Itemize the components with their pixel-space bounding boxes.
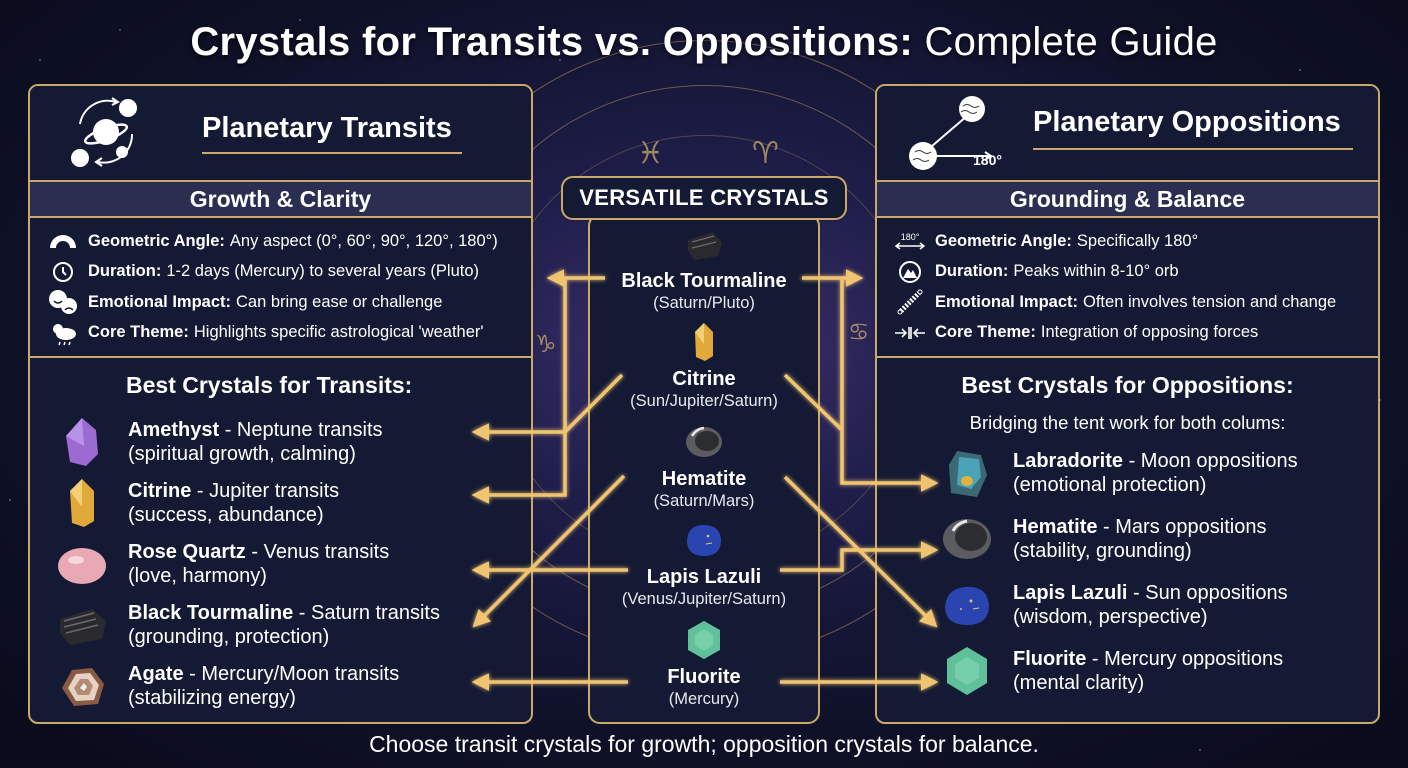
- opposition-crystals-heading: Best Crystals for Oppositions:: [961, 372, 1294, 398]
- oppositions-panel: 180° Planetary Oppositions Grounding & B…: [875, 84, 1380, 724]
- property-row: Duration:Peaks within 8-10° orb: [893, 257, 1378, 288]
- aries-icon: ♈: [752, 136, 779, 171]
- footer-caption: Choose transit crystals for growth; oppo…: [369, 731, 1039, 757]
- orbiting-planets-icon: [71, 97, 137, 167]
- crystal-item-hematite: Hematite - Mars oppositions(stability, g…: [877, 506, 1378, 572]
- crystal-item-fluorite: Fluorite - Mercury oppositions(mental cl…: [877, 638, 1378, 704]
- transits-panel: Planetary Transits Growth & Clarity Geom…: [28, 84, 533, 724]
- labradorite-icon: [949, 451, 987, 497]
- converging-arrows-icon: [893, 320, 927, 346]
- peak-icon: [893, 259, 927, 285]
- rose-quartz-icon: [58, 547, 106, 584]
- versatile-item-citrine: Citrine (Sun/Jupiter/Saturn): [590, 322, 818, 411]
- crystal-item-agate: Agate - Mercury/Moon transits(stabilizin…: [30, 655, 531, 716]
- opposition-planets-icon: [909, 96, 993, 170]
- oppositions-header: 180° Planetary Oppositions: [877, 86, 1378, 180]
- double-arrow-180-icon: 180°: [893, 228, 927, 254]
- property-row: Core Theme:Highlights specific astrologi…: [46, 318, 531, 349]
- hematite-icon: [686, 426, 722, 457]
- cancer-icon: ♋: [848, 318, 870, 346]
- lapis-lazuli-icon: [687, 524, 721, 556]
- 180-degree-label: 180°: [973, 152, 1002, 168]
- pisces-icon: ♓: [637, 136, 664, 171]
- property-row: Emotional Impact:Can bring ease or chall…: [46, 287, 531, 318]
- title-underline: [202, 152, 462, 154]
- versatile-item-hematite: Hematite (Saturn/Mars): [590, 422, 818, 511]
- transit-crystals-section: Best Crystals for Transits: Amethyst - N…: [30, 358, 531, 716]
- transits-header: Planetary Transits: [30, 86, 531, 180]
- transits-properties: Geometric Angle:Any aspect (0°, 60°, 90°…: [30, 218, 531, 358]
- crystal-item-black-tourmaline: Black Tourmaline - Saturn transits(groun…: [30, 594, 531, 655]
- weather-icon: [46, 320, 80, 346]
- happy-sad-faces-icon: [46, 289, 80, 315]
- crystal-item-labradorite: Labradorite - Moon oppositions(emotional…: [877, 440, 1378, 506]
- oppositions-subtitle: Grounding & Balance: [877, 180, 1378, 218]
- protractor-icon: [46, 228, 80, 254]
- property-row: Core Theme:Integration of opposing force…: [893, 318, 1378, 349]
- bridge-text: Bridging the tent work for both colums:: [969, 412, 1286, 433]
- property-row: Duration:1-2 days (Mercury) to several y…: [46, 257, 531, 288]
- agate-icon: [62, 667, 104, 706]
- versatile-crystals-heading: VERSATILE CRYSTALS: [561, 176, 847, 220]
- crystal-item-amethyst: Amethyst - Neptune transits(spiritual gr…: [30, 411, 531, 472]
- oppositions-title: Planetary Oppositions: [1033, 106, 1341, 138]
- transit-crystals-heading: Best Crystals for Transits:: [126, 372, 413, 398]
- fluorite-icon: [688, 621, 720, 659]
- spring-icon: [893, 289, 927, 315]
- property-row: 180° Geometric Angle:Specifically 180°: [893, 226, 1378, 257]
- title-underline: [1033, 148, 1353, 150]
- transits-subtitle: Growth & Clarity: [30, 180, 531, 218]
- capricorn-icon: ♑: [535, 330, 557, 358]
- black-tourmaline-icon: [688, 232, 722, 260]
- crystal-item-lapis-lazuli: Lapis Lazuli - Sun oppositions(wisdom, p…: [877, 572, 1378, 638]
- opposition-crystals-section: Best Crystals for Oppositions: Bridging …: [877, 358, 1378, 704]
- fluorite-icon: [947, 647, 987, 695]
- crystal-item-citrine: Citrine - Jupiter transits(success, abun…: [30, 472, 531, 533]
- versatile-item-black-tourmaline: Black Tourmaline (Saturn/Pluto): [590, 224, 818, 313]
- property-row: Geometric Angle:Any aspect (0°, 60°, 90°…: [46, 226, 531, 257]
- transits-title: Planetary Transits: [202, 112, 452, 144]
- black-tourmaline-icon: [60, 608, 106, 645]
- citrine-icon: [695, 323, 713, 361]
- versatile-item-lapis-lazuli: Lapis Lazuli (Venus/Jupiter/Saturn): [590, 520, 818, 609]
- property-row: Emotional Impact:Often involves tension …: [893, 287, 1378, 318]
- hematite-icon: [943, 519, 991, 559]
- crystal-item-rose-quartz: Rose Quartz - Venus transits(love, harmo…: [30, 533, 531, 594]
- clock-icon: [46, 259, 80, 285]
- lapis-lazuli-icon: [945, 586, 989, 625]
- versatile-item-fluorite: Fluorite (Mercury): [590, 620, 818, 709]
- page-title: Crystals for Transits vs. Oppositions: C…: [190, 20, 1218, 64]
- amethyst-icon: [66, 417, 98, 466]
- citrine-icon: [70, 478, 94, 527]
- versatile-crystals-panel: Black Tourmaline (Saturn/Pluto) Citrine …: [588, 214, 820, 724]
- oppositions-properties: 180° Geometric Angle:Specifically 180° D…: [877, 218, 1378, 358]
